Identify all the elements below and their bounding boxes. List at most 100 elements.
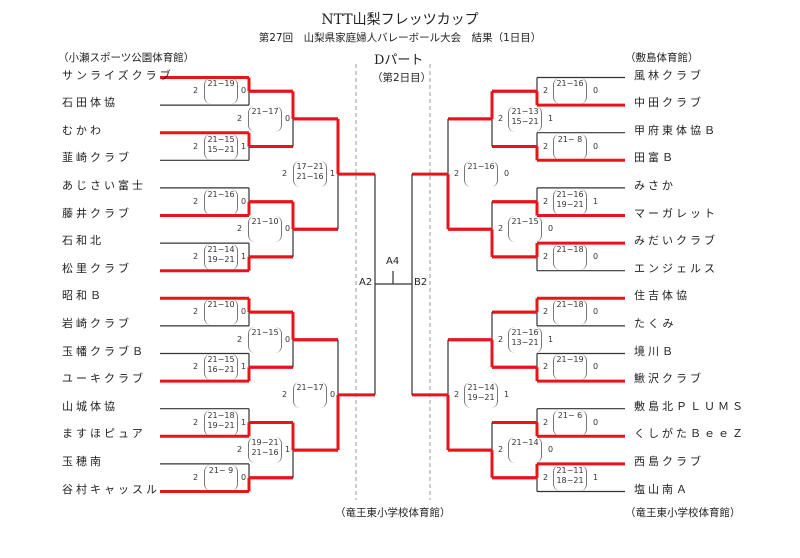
score-box: 21−16 (553, 78, 587, 105)
center-bottom-venue: （竜王東小学校体育館） (335, 507, 451, 519)
team-name: 山城体協 (62, 399, 118, 413)
winner-sets: 2 (454, 389, 460, 399)
loser-sets: 1 (593, 472, 599, 482)
team-name: 玉穂南 (62, 454, 104, 468)
team-name: むかわ (62, 123, 104, 137)
set-score: 21−16 (251, 448, 279, 458)
loser-sets: 1 (504, 389, 510, 399)
set-score: 21− 9 (208, 465, 234, 475)
set-score: 21−14 (207, 244, 235, 254)
winner-sets: 2 (237, 113, 243, 123)
set-score: 21−16 (467, 162, 495, 172)
score-box: 21−10 (204, 299, 238, 326)
team-name: 住吉体協 (634, 289, 690, 303)
winner-sets: 2 (193, 86, 199, 96)
team-name: 塩山南Ａ (634, 482, 690, 496)
winner-sets: 2 (193, 307, 199, 317)
day-label: （第2日目） (372, 72, 432, 84)
score-box: 21−17 (293, 381, 327, 408)
team-name: 甲府東体協Ｂ (634, 123, 718, 137)
score-box: 21−19 (553, 354, 587, 381)
final-label: A4 (386, 256, 400, 267)
set-score: 21−15 (207, 355, 235, 365)
set-score: 21−11 (556, 465, 584, 475)
team-name: 石和北 (62, 234, 104, 248)
score-box: 21−19 (204, 78, 238, 105)
winner-sets: 2 (193, 251, 199, 261)
team-name: 風林クラブ (634, 68, 704, 82)
team-name: 韮崎クラブ (62, 151, 132, 165)
set-score: 15−21 (207, 144, 235, 154)
score-box: 21− 6 (553, 409, 587, 436)
set-score: 19−21 (556, 199, 584, 209)
winner-sets: 2 (543, 417, 549, 427)
set-score: 21− 8 (557, 134, 583, 144)
loser-sets: 1 (593, 196, 599, 206)
loser-sets: 0 (285, 334, 291, 344)
team-name: 谷村キャッスル (62, 482, 160, 496)
left-final-label: A2 (359, 277, 373, 288)
set-score: 21−16 (556, 189, 584, 199)
score-box: 21− 9 (204, 464, 238, 491)
set-score: 21−16 (556, 79, 584, 89)
winner-sets: 2 (498, 113, 504, 123)
page-title: NTT山梨フレッツカップ (321, 12, 479, 28)
loser-sets: 1 (330, 169, 336, 179)
loser-sets: 0 (548, 224, 554, 234)
set-score: 21−17 (296, 382, 324, 392)
set-score: 21−15 (251, 327, 279, 337)
winner-sets: 2 (193, 141, 199, 151)
loser-sets: 0 (285, 224, 291, 234)
set-score: 21−16 (207, 189, 235, 199)
winner-sets: 2 (498, 334, 504, 344)
set-score: 21−14 (467, 382, 495, 392)
right-final-label: B2 (414, 277, 428, 288)
loser-sets: 1 (241, 417, 247, 427)
loser-sets: 0 (593, 251, 599, 261)
set-score: 21− 6 (557, 410, 583, 420)
set-score: 19−21 (251, 438, 279, 448)
team-name: あじさい富士 (62, 178, 146, 192)
set-score: 19−21 (207, 254, 235, 264)
loser-sets: 1 (548, 334, 554, 344)
team-name: 藤井クラブ (62, 206, 132, 220)
set-score: 21−16 (296, 172, 324, 182)
team-name: 中田クラブ (634, 96, 704, 110)
winner-sets: 2 (543, 141, 549, 151)
team-name: 境川Ｂ (634, 344, 676, 358)
set-score: 21−15 (207, 134, 235, 144)
set-score: 21−19 (207, 79, 235, 89)
winner-sets: 2 (237, 224, 243, 234)
loser-sets: 1 (548, 113, 554, 123)
loser-sets: 0 (593, 141, 599, 151)
set-score: 21−19 (556, 355, 584, 365)
loser-sets: 1 (241, 362, 247, 372)
winner-sets: 2 (193, 417, 199, 427)
winner-sets: 2 (282, 389, 288, 399)
right-bottom-venue: （竜王東小学校体育館） (625, 507, 741, 519)
team-name: たくみ (634, 316, 677, 330)
set-score: 21−16 (511, 327, 539, 337)
set-score: 21−15 (511, 217, 539, 227)
team-name: 田富Ｂ (634, 151, 676, 165)
team-name: 鰍沢クラブ (634, 372, 704, 386)
set-score: 21−10 (207, 300, 235, 310)
score-box: 21−15 (508, 216, 542, 243)
loser-sets: 0 (548, 445, 554, 455)
score-box: 21−14 (508, 437, 542, 464)
winner-sets: 2 (193, 362, 199, 372)
winner-sets: 2 (193, 472, 199, 482)
team-name: 西島クラブ (634, 454, 704, 468)
loser-sets: 0 (593, 86, 599, 96)
set-score: 21−13 (511, 106, 539, 116)
set-score: 19−21 (467, 392, 495, 402)
